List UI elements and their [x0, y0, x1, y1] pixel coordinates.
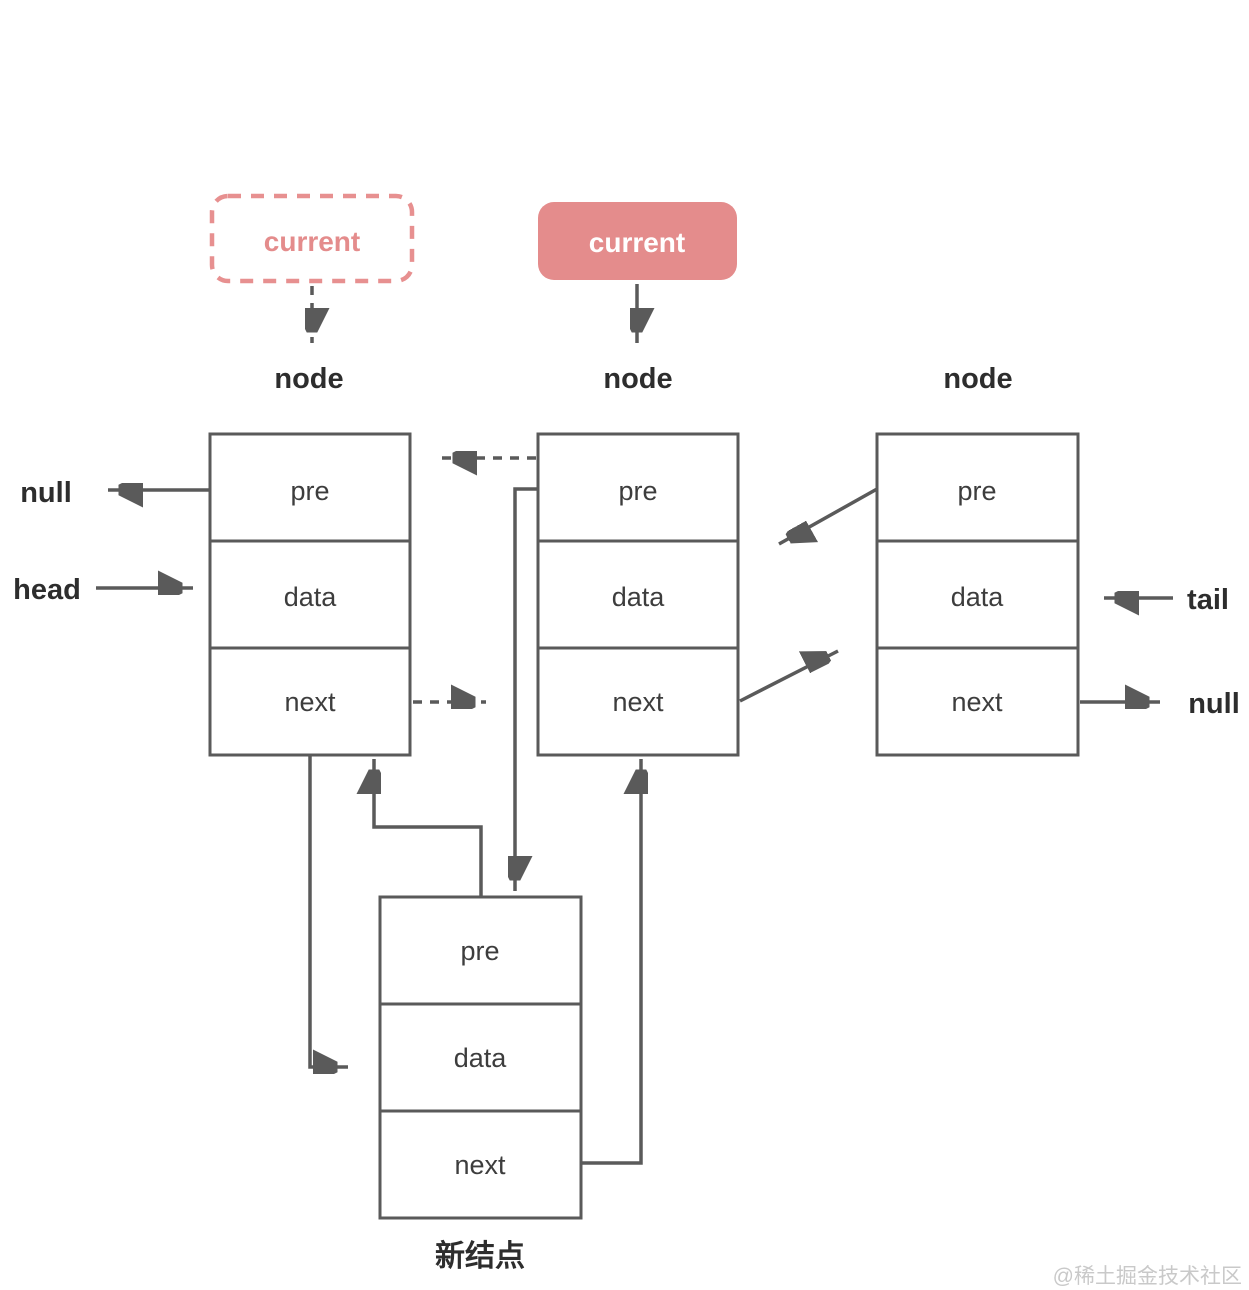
current-pointer-old: current	[209, 193, 415, 343]
left-pre-cell: pre	[290, 476, 329, 506]
middle-next-to-right-arrow	[739, 649, 839, 703]
node-box-middle: pre data next	[536, 432, 740, 757]
node-box-new: pre data next 新结点	[378, 895, 583, 1273]
node-box-left: pre data next	[208, 432, 412, 757]
middle-data-cell: data	[612, 582, 666, 612]
current-pointer-new: current	[538, 202, 737, 343]
new-pre-cell: pre	[460, 936, 499, 966]
new-data-cell: data	[454, 1043, 508, 1073]
link-arrows	[308, 458, 878, 1165]
newnode-next-to-middle-arrow	[581, 759, 641, 1165]
node-label-right: node	[943, 363, 1012, 395]
null-right-label: null	[1188, 688, 1240, 720]
middle-node-rect	[536, 432, 740, 757]
right-data-cell: data	[951, 582, 1005, 612]
middle-pre-to-newnode-arrow	[515, 487, 538, 891]
current-old-badge	[209, 193, 415, 284]
head-label: head	[13, 574, 81, 606]
left-data-cell: data	[284, 582, 338, 612]
node-label-left: node	[274, 363, 343, 395]
tail-label: tail	[1187, 584, 1229, 616]
newnode-pre-to-left-arrow	[374, 759, 483, 897]
external-pointers: null head tail null	[13, 477, 1240, 720]
null-left-label: null	[20, 477, 72, 509]
right-node-rect	[875, 432, 1080, 757]
node-box-right: pre data next	[875, 432, 1080, 757]
new-node-title: 新结点	[435, 1240, 525, 1273]
current-old-label: current	[264, 226, 360, 257]
left-node-rect	[208, 432, 412, 757]
right-next-cell: next	[951, 687, 1003, 717]
watermark-text: @稀土掘金技术社区	[1053, 1265, 1242, 1288]
current-new-badge	[538, 202, 737, 280]
right-pre-cell: pre	[957, 476, 996, 506]
left-next-to-newnode-arrow	[308, 755, 348, 1067]
left-next-cell: next	[284, 687, 336, 717]
new-node-rect	[378, 895, 583, 1220]
right-pre-to-middle-arrow	[778, 487, 878, 546]
new-next-cell: next	[454, 1150, 506, 1180]
node-label-middle: node	[603, 363, 672, 395]
middle-next-cell: next	[612, 687, 664, 717]
middle-pre-cell: pre	[618, 476, 657, 506]
current-new-label: current	[589, 227, 685, 258]
